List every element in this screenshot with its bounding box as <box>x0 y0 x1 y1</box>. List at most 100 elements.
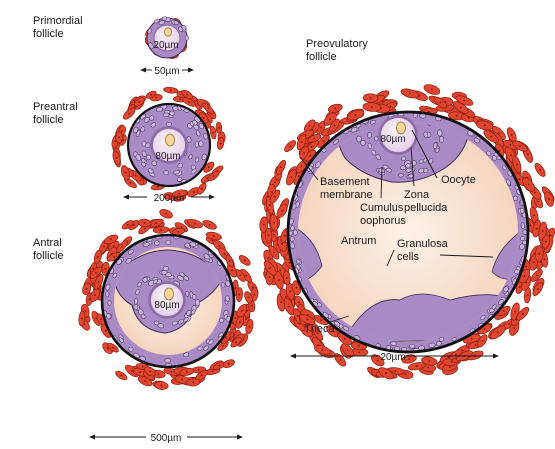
theca-cell-nucleus <box>274 195 276 198</box>
granulosa-cell <box>195 130 201 137</box>
zona-leader-line <box>410 146 415 187</box>
preovulatory-title: Preovulatory follicle <box>306 38 368 63</box>
theca-cell-nucleus <box>298 301 301 304</box>
theca-cell-nucleus <box>510 154 512 157</box>
granulosa-cell <box>128 346 134 352</box>
theca-cell-nucleus <box>269 267 271 270</box>
theca-cell-nucleus <box>389 105 392 108</box>
theca-label: Theca <box>304 323 335 335</box>
preantral-nucleus-icon <box>165 133 175 147</box>
theca-cell-nucleus <box>385 372 387 375</box>
theca-cell-nucleus <box>370 106 373 108</box>
granulosa-label-line2: cells <box>397 251 420 263</box>
theca-cell-nucleus <box>394 370 397 372</box>
granulosa-cell <box>163 170 169 176</box>
theca-cell-nucleus <box>483 328 486 330</box>
granulosa-cell <box>428 342 436 348</box>
theca-cell-nucleus <box>463 99 466 102</box>
primordial-follicle <box>146 16 189 59</box>
theca-cell-nucleus <box>106 347 109 350</box>
theca-cell-nucleus <box>212 235 215 237</box>
theca-cell-nucleus <box>128 112 131 115</box>
granulosa-cell <box>332 139 340 145</box>
theca-cell-nucleus <box>320 126 322 129</box>
theca-cell-nucleus <box>231 269 234 272</box>
cumulus-label-line2: oophorus <box>360 215 406 227</box>
granulosa-cell <box>190 168 197 175</box>
granulosa-cell <box>147 168 154 174</box>
theca-cell-nucleus <box>510 133 513 136</box>
theca-cell-nucleus <box>267 234 270 237</box>
granulosa-cell <box>107 300 112 306</box>
theca-cell-nucleus <box>94 294 96 297</box>
theca-cell-nucleus <box>247 296 250 299</box>
theca-cell-nucleus <box>160 384 163 387</box>
granulosa-leader-line-down <box>386 249 395 267</box>
granulosa-cell <box>371 149 377 156</box>
theca-cell-nucleus <box>207 107 210 110</box>
granulosa-cell <box>142 277 148 283</box>
granulosa-cell <box>162 266 170 271</box>
theca-cell-nucleus <box>538 252 541 255</box>
granulosa-cell <box>350 126 358 133</box>
theca-cell-nucleus <box>155 222 157 225</box>
theca-cell-nucleus <box>218 244 221 247</box>
theca-cell-nucleus <box>525 265 527 268</box>
theca-cell-nucleus <box>448 366 451 368</box>
granulosa-cell <box>165 239 172 245</box>
granulosa-cell <box>198 122 205 130</box>
theca-cell-nucleus <box>273 233 276 236</box>
granulosa-cell <box>173 20 179 25</box>
theca-cell-nucleus <box>124 171 127 174</box>
granulosa-cell <box>158 20 165 26</box>
granulosa-cell <box>177 163 183 169</box>
antral-title-line2: follicle <box>33 250 64 262</box>
theca-cell-nucleus <box>518 145 521 148</box>
granulosa-cell <box>433 142 438 149</box>
theca-cell-nucleus <box>280 166 282 169</box>
primordial-oocyte-size: 20µm <box>153 40 178 51</box>
theca-cell-nucleus <box>180 226 183 229</box>
granulosa-cell <box>296 258 301 265</box>
preovulatory-scale-left-arrow-icon <box>290 353 296 359</box>
theca-cell-nucleus <box>212 131 215 134</box>
antral-title: Antral follicle <box>33 237 64 262</box>
theca-cell-nucleus <box>535 227 538 230</box>
preovulatory-scale-right-arrow-icon <box>493 353 499 359</box>
antral-oocyte <box>151 284 183 316</box>
granulosa-cell <box>390 341 398 346</box>
granulosa-cell <box>208 339 214 345</box>
granulosa-cell <box>399 96 404 101</box>
antral-zona-pellucida <box>148 281 186 319</box>
preantral-basement-membrane <box>126 102 212 188</box>
preantral-scale-left-arrow-icon <box>123 194 129 200</box>
granulosa-cell <box>203 253 210 260</box>
theca-cell-nucleus <box>273 221 275 224</box>
theca-cell-nucleus <box>502 310 505 312</box>
granulosa-cell <box>400 165 406 171</box>
granulosa-cell <box>225 280 231 287</box>
theca-cell-nucleus <box>331 330 334 333</box>
theca-cell-nucleus <box>179 98 182 100</box>
theca-cell-nucleus <box>207 166 210 169</box>
antral-scale-label: 500µm <box>151 433 182 444</box>
granulosa-cell <box>289 236 295 242</box>
theca-cell-nucleus <box>309 154 311 157</box>
theca-cell-nucleus <box>188 101 191 103</box>
theca-cell-nucleus <box>211 239 214 242</box>
theca-cell-nucleus <box>177 230 180 233</box>
theca-cell-nucleus <box>222 345 224 347</box>
granulosa-cell <box>486 150 492 156</box>
theca-cell-nucleus <box>526 153 529 156</box>
theca-cell-nucleus <box>498 149 501 152</box>
preovulatory-follicle <box>286 96 530 354</box>
theca-cell-nucleus <box>459 106 462 109</box>
theca-cell-nucleus <box>218 126 220 129</box>
granulosa-cell <box>401 105 408 111</box>
antral-follicle <box>100 233 236 369</box>
preantral-title-line2: follicle <box>33 114 64 126</box>
theca-leader-line <box>329 315 350 323</box>
theca-cell-nucleus <box>134 174 137 177</box>
theca-cell-nucleus <box>228 260 231 262</box>
